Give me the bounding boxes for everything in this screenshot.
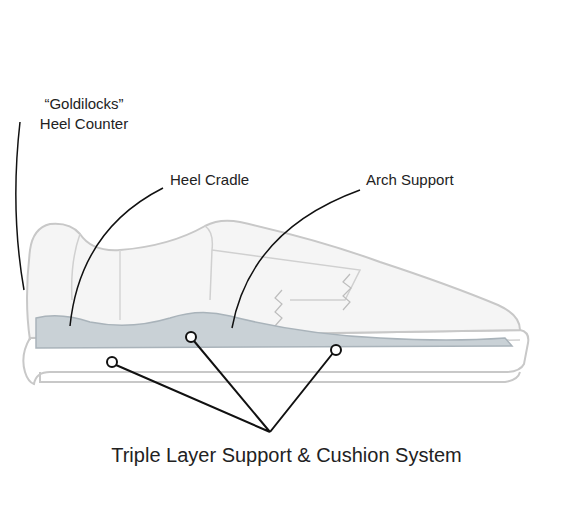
part-label: Arch Support <box>366 170 496 190</box>
system-label: Triple Layer Support & Cushion System <box>60 442 513 469</box>
collar-seam <box>72 234 80 300</box>
insole <box>36 312 512 348</box>
part-label: Heel Cradle <box>170 170 300 190</box>
stitching <box>275 274 351 326</box>
outsole-bottom <box>40 372 520 382</box>
leader-line <box>70 188 163 326</box>
callout-dot <box>186 332 196 342</box>
leader-line <box>16 122 24 290</box>
callout-dot <box>107 357 117 367</box>
leader-line <box>232 190 360 328</box>
callout-dot <box>331 345 341 355</box>
quarter-seam <box>119 250 121 320</box>
tongue-edge <box>205 226 212 300</box>
part-label: “Goldilocks” Heel Counter <box>28 94 140 135</box>
strap <box>212 250 360 300</box>
leader-line <box>116 341 333 432</box>
